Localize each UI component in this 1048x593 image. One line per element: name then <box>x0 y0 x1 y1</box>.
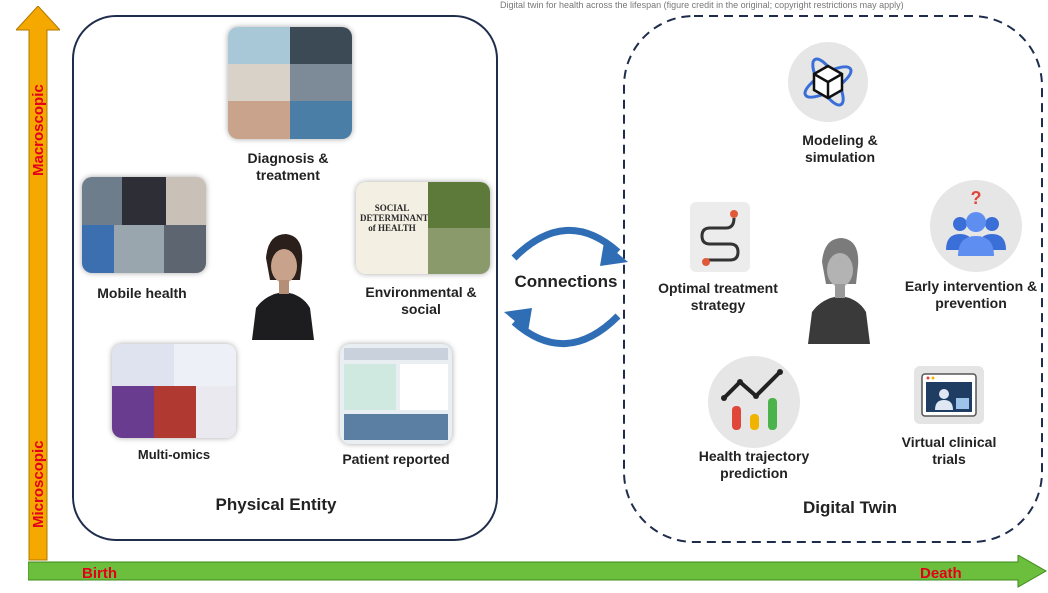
y-axis-bottom-label: Microscopic <box>30 440 47 528</box>
modeling-simulation-label: Modeling & simulation <box>802 132 878 165</box>
digital-twin-box <box>623 15 1043 543</box>
route-icon <box>700 210 740 266</box>
mobile-health-image <box>82 177 206 273</box>
x-axis-arrow <box>28 555 1048 588</box>
environmental-social-label: Environmental & social <box>365 284 477 317</box>
virtual-clinical-trials-label: Virtual clinical trials <box>901 434 997 467</box>
multi-omics-image <box>112 344 236 438</box>
svg-text:?: ? <box>971 188 982 208</box>
video-call-icon <box>921 373 977 417</box>
optimal-treatment-label: Optimal treatment strategy <box>658 280 778 313</box>
patient-person-image <box>246 228 318 340</box>
physical-entity-title: Physical Entity <box>215 495 337 514</box>
top-caption: Digital twin for health across the lifes… <box>500 0 904 10</box>
health-trajectory-label: Health trajectory prediction <box>698 448 810 481</box>
social-determinants-poster-text: SOCIAL DETERMINANTS of HEALTH <box>360 203 434 233</box>
connections-arrows <box>504 227 628 347</box>
x-axis-right-label: Death <box>920 565 962 582</box>
mobile-health-label: Mobile health <box>97 285 187 301</box>
y-axis-top-label: Macroscopic <box>30 84 47 176</box>
environmental-social-image: SOCIAL DETERMINANTS of HEALTH <box>356 182 490 274</box>
multi-omics-label: Multi-omics <box>137 447 211 462</box>
digital-twin-person-image <box>802 232 874 344</box>
diagnosis-treatment-label: Diagnosis & treatment <box>247 150 329 183</box>
group-question-icon: ? <box>946 188 1006 256</box>
cube-orbit-icon <box>803 57 853 107</box>
digital-twin-title: Digital Twin <box>802 498 898 517</box>
y-axis-arrow <box>16 6 60 561</box>
x-axis-left-label: Birth <box>82 565 117 582</box>
connections-label: Connections <box>514 272 618 291</box>
patient-reported-image <box>340 344 452 444</box>
diagnosis-treatment-image <box>228 27 352 139</box>
physical-entity-box <box>72 15 498 541</box>
health-trajectory-icon-bg <box>708 356 800 448</box>
patient-reported-label: Patient reported <box>342 451 450 467</box>
early-intervention-label: Early intervention & prevention <box>904 278 1038 311</box>
trend-chart-icon <box>721 369 783 430</box>
